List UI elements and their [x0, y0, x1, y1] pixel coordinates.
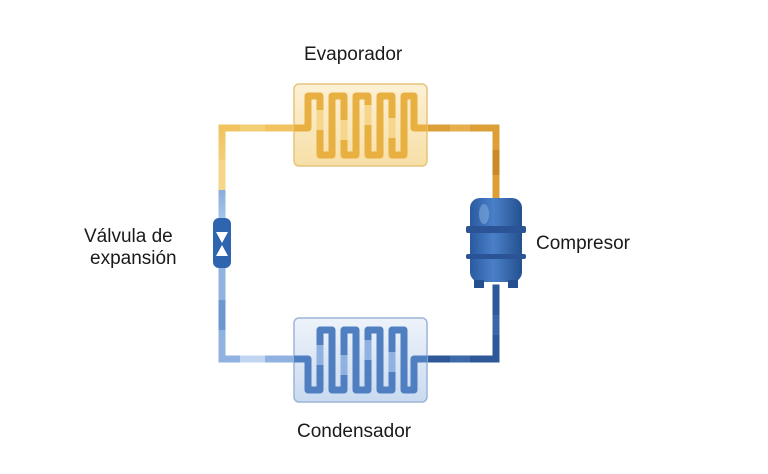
expansion-valve [213, 218, 231, 268]
pipe-bottom-left [218, 264, 298, 363]
evaporator-unit [293, 83, 428, 167]
condenser-unit [293, 317, 428, 403]
expansion-valve-label-line2: expansión [90, 248, 177, 269]
expansion-valve-label: Válvula de expansión [84, 226, 177, 270]
evaporator-label: Evaporador [304, 44, 403, 65]
expansion-valve-label-line1: Válvula de [84, 226, 173, 247]
pipe-top-left [218, 124, 298, 222]
pipe-top-right [423, 124, 500, 204]
pipe-bottom-right [423, 284, 500, 363]
compressor-unit [466, 198, 526, 288]
condenser-label: Condensador [297, 421, 412, 442]
compressor-label: Compresor [536, 233, 630, 254]
pipe-shading [218, 124, 500, 363]
